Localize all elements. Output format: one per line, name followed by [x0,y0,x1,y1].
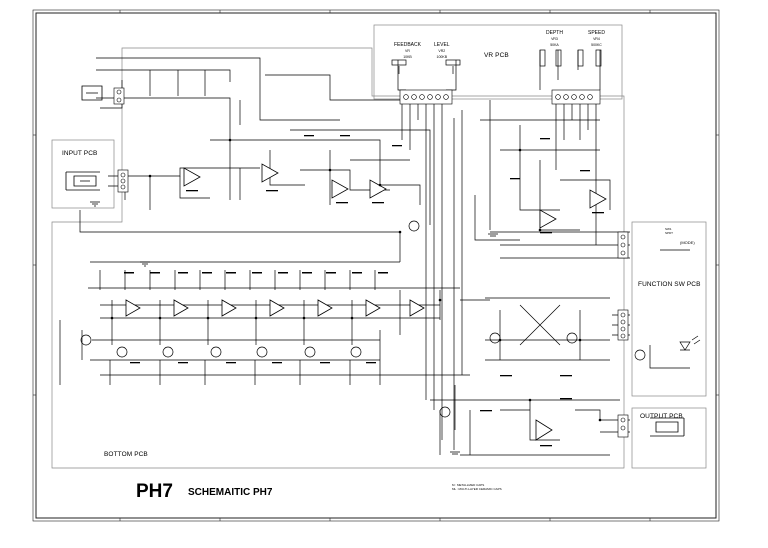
input-jack-icon [65,171,100,191]
cap-note-metallized: M : METALLIZED CAPS [452,483,485,487]
opamp-stage-7 [409,299,425,317]
depth-value: 50KA [550,43,559,47]
pot-feedback [391,59,407,74]
dc-jack-icon [81,85,103,101]
function-sw-pcb-boundary [631,221,707,397]
bottom-pcb-label: BOTTOM PCB [104,451,148,458]
feedback-name: FEEDBACK [394,42,421,48]
connector-function-2 [617,309,629,341]
opamps [125,163,607,441]
feedback-control-label: FEEDBACK VR 10KB [394,42,421,60]
component-markings [124,135,604,447]
speed-value: 500KC [591,43,602,47]
opamp-lfo-2 [589,189,607,209]
pot-depth [539,49,562,67]
function-switch-label: SW1 SPDT [665,227,674,235]
connector-vr-right [551,89,601,105]
opamp-stage-2 [173,299,189,317]
feedback-ref: VR [405,49,410,53]
connector-power [113,87,125,105]
vr-pcb-boundary [373,24,623,100]
opamp-sum [369,179,387,199]
pot-speed [577,49,602,67]
output-jack-icon [650,417,685,437]
output-pcb-label: OUTPUT PCB [640,413,683,420]
speed-name: SPEED [588,30,605,36]
connector-function-1 [617,231,629,259]
ground-symbols [90,201,498,455]
connectors [113,87,629,438]
level-control-label: LEVEL VR2 100KB [434,42,450,60]
opamp-feedback [331,179,349,199]
opamp-stage-5 [317,299,333,317]
pcb-boundaries [51,24,707,469]
connector-vr-left [399,89,453,105]
transistors [80,220,646,418]
wiring [59,50,690,456]
depth-control-label: DEPTH VR3 50KA [546,30,563,48]
cap-note-multilayer: ML : MULTI-LAYER CERAMIC CAPS [452,486,502,491]
depth-name: DEPTH [546,30,563,36]
connector-input [117,169,129,193]
output-pcb-boundary [631,407,707,469]
drawing-frame [32,9,720,522]
speed-ref: VR4 [593,37,600,41]
switch-ref: SW1 [665,227,672,231]
vr-pcb-label: VR PCB [484,52,509,59]
depth-ref: VR3 [551,37,558,41]
feedback-value: 10KB [403,55,412,59]
mode-label: (MODE) [680,240,695,245]
model-title: PH7 [136,481,173,502]
junctions [110,138,602,422]
pot-level [445,59,461,74]
opamp-stage-4 [269,299,285,317]
input-pcb-boundary [51,139,115,209]
level-name: LEVEL [434,42,450,48]
opamp-output [535,419,553,441]
cap-notes: M : METALLIZED CAPS ML : MULTI-LAYER CER… [452,483,502,491]
opamp-stage-3 [221,299,237,317]
connector-output [617,414,629,438]
frame-ticks [33,10,719,521]
opamp-mixer [261,163,279,183]
potentiometers [391,49,602,74]
opamp-input-buffer [183,167,201,187]
level-value: 100KB [436,55,448,59]
switch-type: SPDT [665,230,674,235]
input-pcb-label: INPUT PCB [62,150,98,157]
jacks [65,85,685,437]
speed-control-label: SPEED VR4 500KC [588,30,605,48]
led-icon [679,335,701,351]
function-sw-pcb-label: FUNCTION SW PCB [638,281,701,288]
opamp-stage-1 [125,299,141,317]
opamp-stage-6 [365,299,381,317]
bottom-pcb-boundary [51,47,625,469]
schematic-subtitle: SCHEMAITIC PH7 [188,487,273,498]
opamp-lfo-1 [539,209,557,229]
level-ref: VR2 [438,49,446,53]
